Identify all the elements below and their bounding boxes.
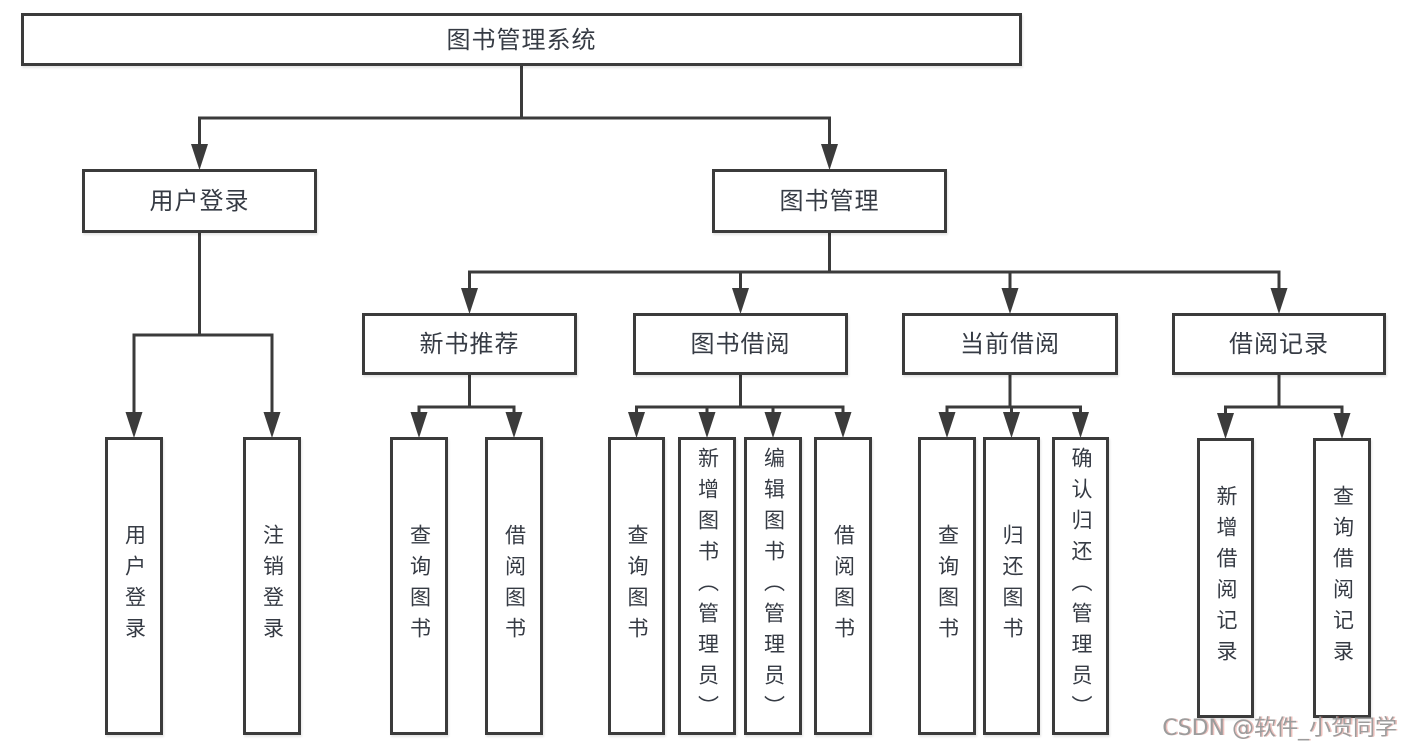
box-label-v-edit-book-admin: 编辑图书（管理员）: [761, 446, 786, 726]
connector-line-borrow-records: [1224, 375, 1344, 424]
box-v-query-borrow-record: 查询借阅记录: [1313, 438, 1371, 718]
box-label-v-query-book-current: 查询图书: [935, 524, 960, 648]
box-v-query-book-current: 查询图书: [918, 437, 976, 735]
box-label-v-add-book-admin: 新增图书（管理员）: [695, 446, 720, 726]
arrowhead: [732, 288, 749, 314]
arrowhead: [628, 412, 645, 438]
box-new-book-rec: 新书推荐: [362, 313, 577, 375]
box-v-borrow-book-2: 借阅图书: [814, 437, 872, 735]
arrowhead: [1333, 413, 1351, 439]
arrowhead: [1072, 412, 1089, 438]
connector-line-book-mgmt: [468, 233, 1281, 299]
box-v-add-borrow-record: 新增借阅记录: [1197, 438, 1254, 718]
box-label-v-query-borrow-record: 查询借阅记录: [1330, 485, 1355, 671]
box-label-v-logout: 注销登录: [260, 524, 285, 648]
arrowhead: [461, 288, 478, 314]
box-label-new-book-rec: 新书推荐: [419, 330, 520, 358]
box-book-borrow: 图书借阅: [633, 313, 848, 375]
box-label-v-add-borrow-record: 新增借阅记录: [1214, 485, 1238, 671]
box-v-user-login: 用户登录: [105, 437, 163, 735]
box-label-current-borrow: 当前借阅: [960, 330, 1060, 358]
box-label-v-confirm-return-admin: 确认归还（管理员）: [1069, 446, 1093, 726]
arrowhead: [125, 412, 143, 438]
box-label-v-query-book-borrow: 查询图书: [625, 524, 649, 648]
arrowhead: [698, 412, 716, 438]
arrowhead: [505, 412, 523, 438]
box-v-query-book-borrow: 查询图书: [608, 437, 665, 735]
arrowhead: [834, 412, 852, 438]
box-v-edit-book-admin: 编辑图书（管理员）: [744, 437, 802, 735]
box-label-system-root: 图书管理系统: [446, 25, 597, 54]
arrowhead: [263, 412, 281, 438]
box-label-v-borrow-book-new: 借阅图书: [502, 524, 527, 648]
arrowhead: [410, 412, 428, 438]
watermark: CSDN @软件_小贺同学: [1162, 716, 1397, 741]
box-label-user-login: 用户登录: [149, 187, 250, 215]
box-v-return-book: 归还图书: [983, 437, 1040, 735]
box-v-logout: 注销登录: [243, 437, 301, 735]
arrowhead: [191, 144, 208, 170]
connector-line-new-book-rec: [417, 375, 516, 423]
box-label-v-user-login: 用户登录: [122, 524, 147, 648]
arrowhead: [938, 412, 956, 438]
box-v-query-book-new: 查询图书: [390, 437, 448, 735]
connector-line-user-login: [132, 233, 274, 423]
box-label-v-return-book: 归还图书: [1000, 524, 1024, 648]
connector-line-book-borrow: [635, 375, 845, 423]
box-label-v-borrow-book-2: 借阅图书: [831, 524, 856, 648]
box-v-add-book-admin: 新增图书（管理员）: [678, 437, 736, 735]
box-label-v-query-book-new: 查询图书: [407, 524, 432, 648]
connector-line-system-root: [198, 66, 831, 155]
box-user-login: 用户登录: [82, 169, 317, 233]
box-v-confirm-return-admin: 确认归还（管理员）: [1052, 437, 1109, 735]
box-current-borrow: 当前借阅: [902, 313, 1118, 375]
arrowhead: [1003, 412, 1020, 438]
box-label-borrow-records: 借阅记录: [1229, 330, 1329, 358]
arrowhead: [1270, 288, 1288, 314]
arrowhead: [821, 144, 838, 170]
box-book-mgmt: 图书管理: [712, 169, 947, 233]
box-v-borrow-book-new: 借阅图书: [485, 437, 543, 735]
box-label-book-borrow: 图书借阅: [690, 330, 791, 358]
box-label-book-mgmt: 图书管理: [779, 187, 880, 215]
arrowhead: [1001, 288, 1019, 314]
box-system-root: 图书管理系统: [21, 13, 1022, 66]
box-borrow-records: 借阅记录: [1172, 313, 1386, 375]
arrowhead: [764, 412, 782, 438]
arrowhead: [1217, 413, 1234, 439]
